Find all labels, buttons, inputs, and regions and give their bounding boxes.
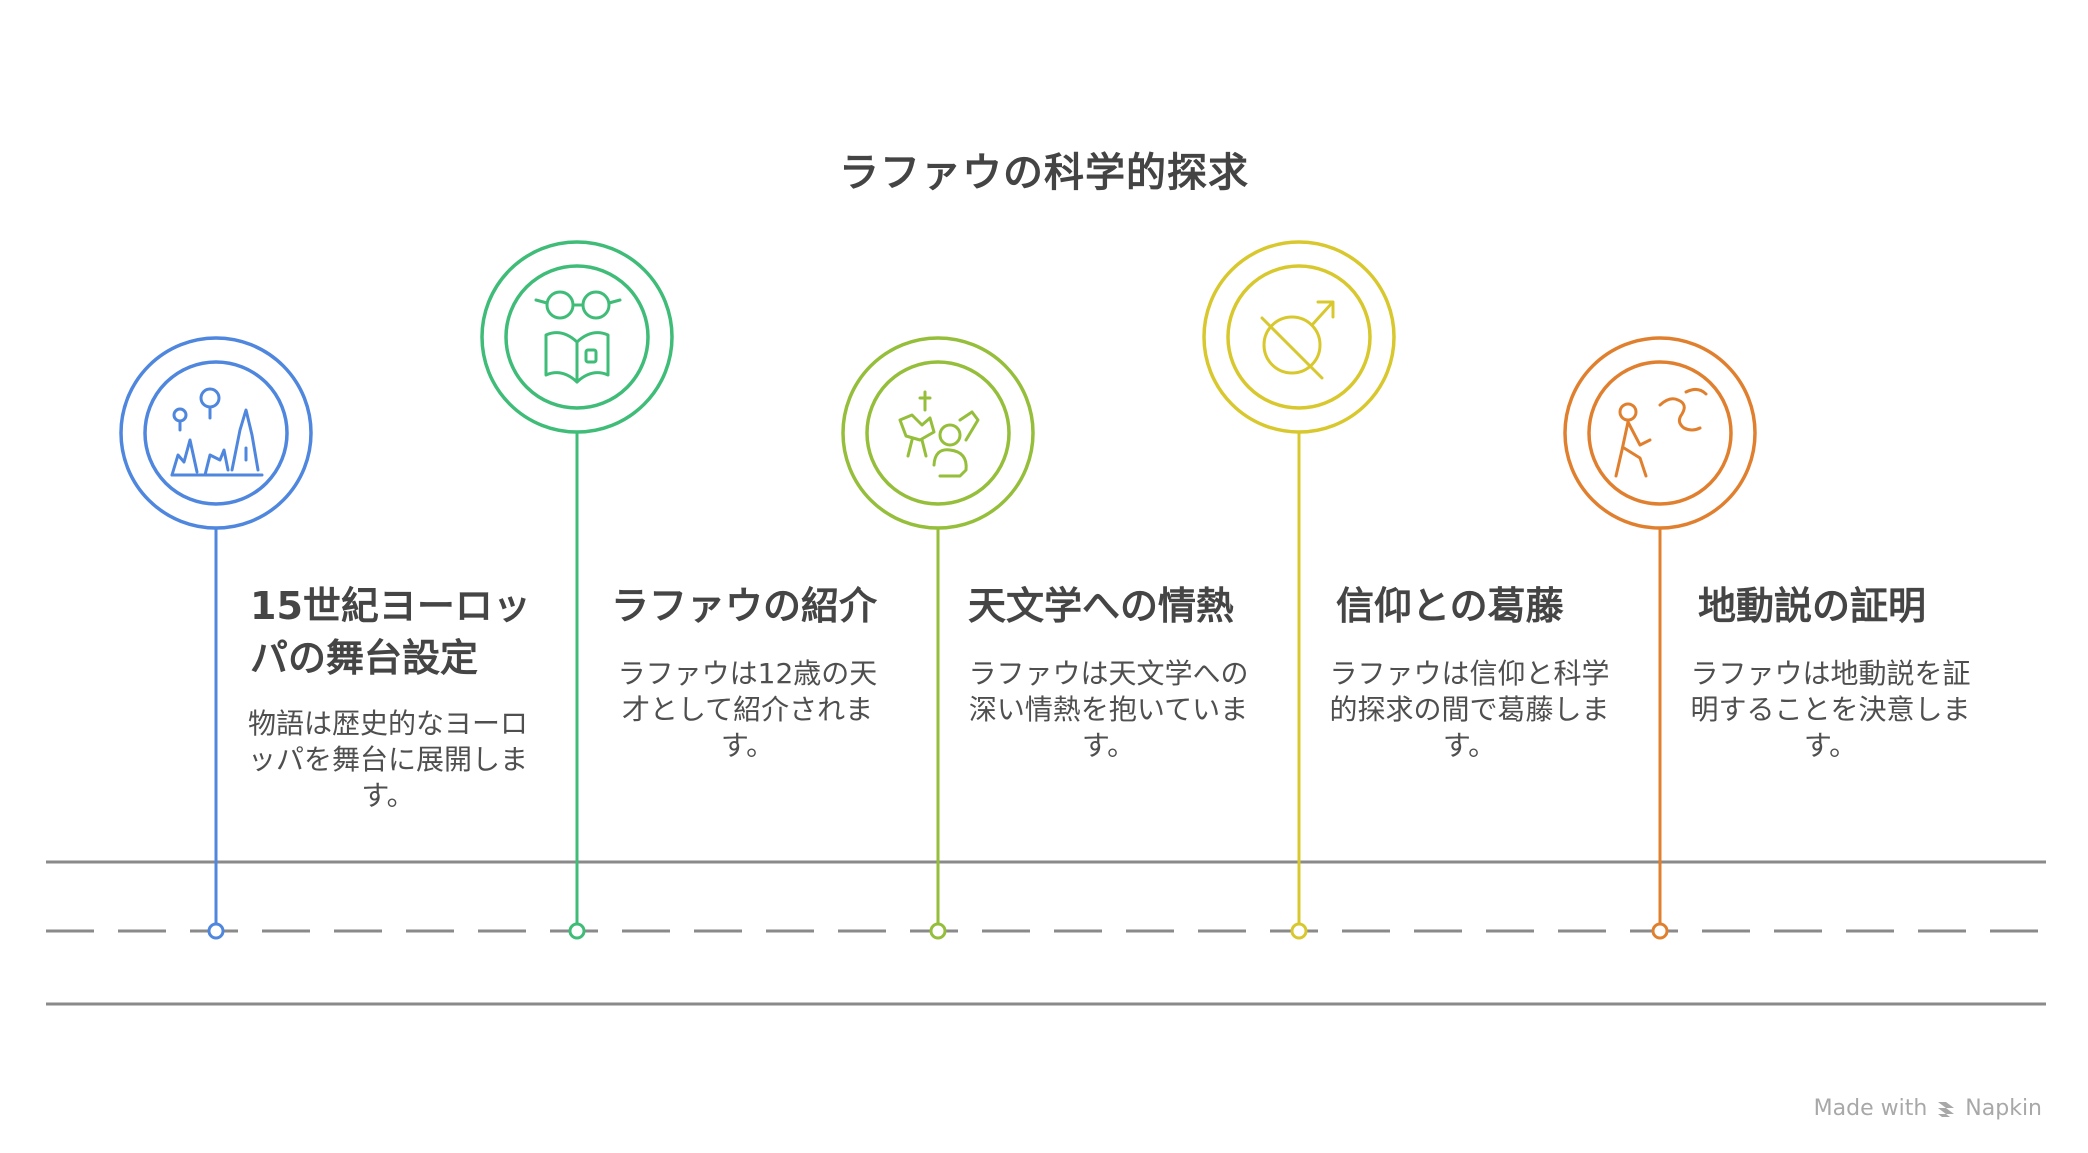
step-4-marker	[1202, 240, 1396, 940]
reading-glasses-book-icon	[534, 290, 622, 384]
stargazing-person-icon	[898, 390, 980, 478]
step-1-description: 物語は歴史的なヨーロッパを舞台に展開します。	[248, 707, 529, 812]
determined-walker-icon	[1614, 387, 1708, 478]
fairy-tale-landscape-icon	[170, 387, 264, 477]
made-with-label: Made with	[1813, 1096, 1928, 1121]
step-4-title: 信仰との葛藤	[1336, 584, 1564, 628]
step-5-title: 地動説の証明	[1698, 584, 1927, 628]
napkin-brand-label: Napkin	[1965, 1096, 2042, 1121]
conflict-symbol-icon	[1260, 300, 1335, 380]
step-2-marker	[480, 240, 674, 940]
step-3-title: 天文学への情熱	[968, 584, 1235, 628]
step-5-description: ラファウは地動説を証明することを決意します。	[1690, 657, 1971, 762]
step-1-title: 15世紀ヨーロッパの舞台設定	[250, 584, 531, 680]
step-2-title: ラファウの紹介	[611, 584, 878, 628]
diagram-title: ラファウの科学的探求	[839, 150, 1249, 196]
napkin-logo-icon	[1938, 1101, 1955, 1117]
step-5-marker	[1563, 336, 1757, 940]
made-with-napkin-footer: Made with Napkin	[1814, 1096, 2042, 1121]
step-2-description: ラファウは12歳の天才として紹介されます。	[617, 657, 878, 762]
step-3-marker	[841, 336, 1035, 940]
step-1-marker	[119, 336, 313, 940]
step-4-description: ラファウは信仰と科学的探求の間で葛藤します。	[1329, 657, 1610, 762]
step-3-description: ラファウは天文学への深い情熱を抱いています。	[968, 657, 1249, 762]
